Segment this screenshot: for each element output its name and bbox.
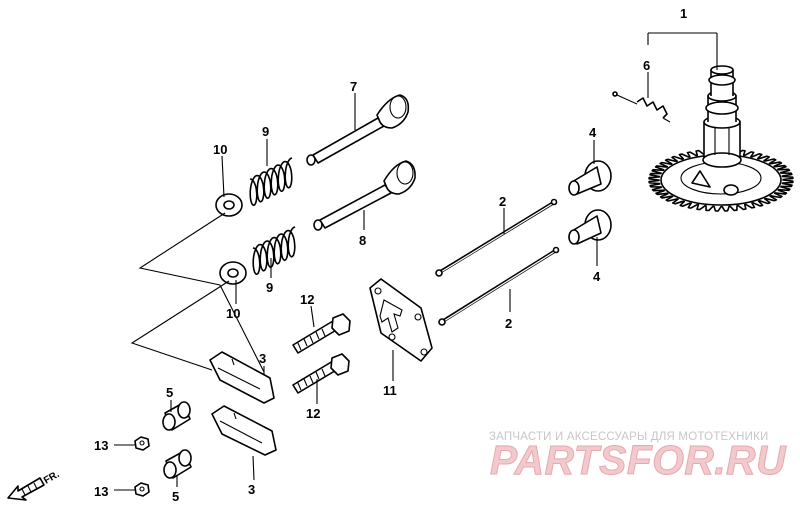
callout-3-lower: 3	[248, 482, 255, 497]
leader-lines	[114, 32, 718, 491]
watermark: ЗАПЧАСТИ И АКСЕССУАРЫ ДЛЯ МОТОТЕХНИКИ PA…	[489, 431, 787, 484]
callout-12-upper: 12	[300, 292, 314, 307]
callout-4-upper: 4	[589, 125, 597, 140]
lock-nut-lower	[134, 482, 150, 497]
lock-nut-upper	[134, 436, 150, 451]
valve-lifter-upper	[568, 160, 612, 196]
intake-valve	[306, 94, 410, 166]
callout-13-lower: 13	[94, 484, 108, 499]
front-direction-arrow: FR.	[7, 469, 62, 501]
valve-lifter-lower	[568, 209, 612, 245]
valve-spring-upper	[249, 157, 293, 207]
push-rod-lower	[438, 246, 560, 326]
callout-11: 11	[383, 383, 397, 398]
callout-1: 1	[680, 6, 687, 21]
watermark-logo: PARTSFOR.RU	[490, 437, 787, 483]
exhaust-valve	[313, 160, 416, 231]
valve-spring-lower	[252, 226, 296, 276]
push-rod-upper	[435, 198, 558, 277]
rocker-arm-lower	[211, 405, 277, 456]
spring-retainer-upper	[215, 193, 243, 217]
pivot-bolt-lower	[163, 449, 192, 479]
callout-10-upper: 10	[213, 142, 227, 157]
front-label: FR.	[42, 469, 62, 487]
callout-labels: 1 6 7 9 10 4 8 2 4 2 9 10 12 12 11 3 3 5…	[94, 6, 687, 504]
callout-5-lower: 5	[172, 489, 179, 504]
callout-7: 7	[350, 79, 357, 94]
decompressor-spring	[612, 91, 671, 123]
rocker-arm-upper	[209, 351, 275, 404]
callout-8: 8	[359, 233, 366, 248]
callout-9-upper: 9	[262, 124, 269, 139]
callout-9-lower: 9	[266, 280, 273, 295]
callout-2-lower: 2	[505, 316, 512, 331]
pivot-bolt-upper	[162, 401, 191, 431]
callout-2-upper: 2	[499, 194, 506, 209]
camshaft-gear	[648, 65, 794, 212]
watermark-tagline: ЗАПЧАСТИ И АКСЕССУАРЫ ДЛЯ МОТОТЕХНИКИ	[489, 431, 769, 443]
callout-12-lower: 12	[306, 406, 320, 421]
breather-plate	[369, 278, 433, 362]
callout-6: 6	[643, 58, 650, 73]
callout-5-upper: 5	[166, 385, 173, 400]
spring-retainer-lower	[219, 261, 247, 285]
adjusting-screw-upper	[292, 313, 351, 354]
callout-3-upper: 3	[259, 351, 266, 366]
callout-10-lower: 10	[226, 306, 240, 321]
callout-4-lower: 4	[593, 269, 601, 284]
callout-13-upper: 13	[94, 438, 108, 453]
adjusting-screw-lower	[292, 353, 350, 394]
